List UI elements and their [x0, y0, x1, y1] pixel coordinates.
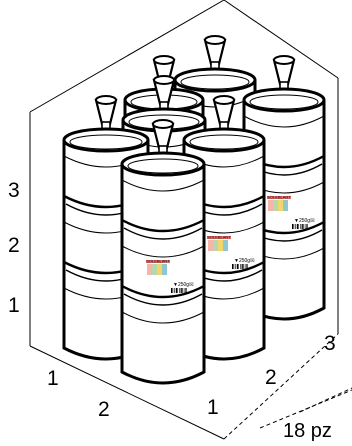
label-band — [207, 236, 231, 239]
product-label: SOLEBLANT ▼250g☒ — [267, 195, 315, 229]
jar-lid-rim — [127, 158, 199, 174]
product-label: SOLEBLANT ▼250g☒ — [207, 235, 255, 269]
knob-top — [213, 95, 235, 105]
label-band — [267, 196, 291, 199]
jar-joint-lower — [123, 227, 203, 240]
case-top-right-edge — [223, 0, 339, 79]
label-swatch — [278, 200, 283, 211]
jar-rib — [121, 179, 205, 192]
jar-lid — [120, 151, 206, 177]
jar-joint — [121, 284, 205, 299]
label-swatch — [208, 240, 213, 251]
label-swatch — [223, 240, 228, 251]
depth-label-2: 2 — [98, 398, 110, 421]
jar-rib — [121, 245, 205, 258]
width-label-1: 1 — [207, 396, 219, 419]
jar-stack-front-center: SOLEBLANT ▼250g☒ — [120, 119, 206, 385]
label-swatch — [157, 264, 162, 275]
dimension-dashed-guide — [259, 389, 352, 429]
barcode-icon — [171, 288, 187, 293]
jar-lid-rim — [180, 74, 250, 90]
case-bottom-right-dashed-edge — [223, 333, 339, 440]
jar-lid — [62, 127, 150, 153]
label-swatch — [268, 200, 273, 211]
barcode-icon — [232, 264, 248, 269]
knob-top — [153, 55, 175, 65]
label-swatch — [162, 264, 167, 275]
jar-lid — [242, 87, 326, 113]
case-top-left-edge — [29, 0, 225, 113]
case-bottom-front-edge — [29, 345, 225, 440]
knob-top — [153, 75, 175, 85]
axis-labels: 1 2 3 1 2 1 2 3 18 pz — [8, 179, 336, 442]
jar-joint — [121, 218, 205, 233]
jar-lid-rim — [249, 94, 319, 110]
width-label-2: 2 — [265, 366, 277, 389]
dimension-dashed-guide-2 — [299, 387, 352, 413]
knob-top — [95, 95, 117, 105]
label-swatch — [152, 264, 157, 275]
brand-text: SOLEBLANT — [207, 235, 231, 240]
jar-joint-lower — [123, 293, 203, 306]
barcode-icon — [292, 224, 308, 229]
width-label-3: 3 — [324, 332, 336, 355]
label-swatch — [213, 240, 218, 251]
label-band — [146, 260, 170, 263]
product-label: SOLEBLANT ▼250g☒ — [146, 259, 194, 293]
label-swatch — [147, 264, 152, 275]
brand-text: SOLEBLANT — [146, 259, 170, 264]
label-swatch — [218, 240, 223, 251]
jar-lid-rim — [189, 134, 259, 150]
knob-top — [204, 35, 226, 45]
total-quantity-label: 18 pz — [283, 420, 332, 441]
layer-label-3: 3 — [8, 179, 20, 202]
depth-label-1: 1 — [47, 367, 59, 390]
product-tag: ▼250g☒ — [173, 282, 194, 288]
jar-rib — [243, 115, 325, 128]
brand-text: SOLEBLANT — [267, 195, 291, 200]
layer-label-1: 1 — [8, 294, 20, 317]
jar-lid-rim — [69, 134, 143, 150]
product-tag: ▼250g☒ — [234, 258, 255, 264]
jar-rib — [121, 311, 205, 324]
label-swatch — [283, 200, 288, 211]
knob-top — [152, 119, 174, 129]
jar-lid — [182, 127, 266, 153]
layer-label-2: 2 — [8, 234, 20, 257]
jar-stacks: SOLEBLANT ▼250g☒ SOLEBLANT ▼250g☒ SOLEBLANT ▼… — [62, 35, 326, 385]
label-swatch — [273, 200, 278, 211]
jar-lid — [173, 67, 257, 93]
product-tag: ▼250g☒ — [294, 218, 315, 224]
knob-top — [273, 55, 295, 65]
case-outline — [29, 0, 352, 440]
